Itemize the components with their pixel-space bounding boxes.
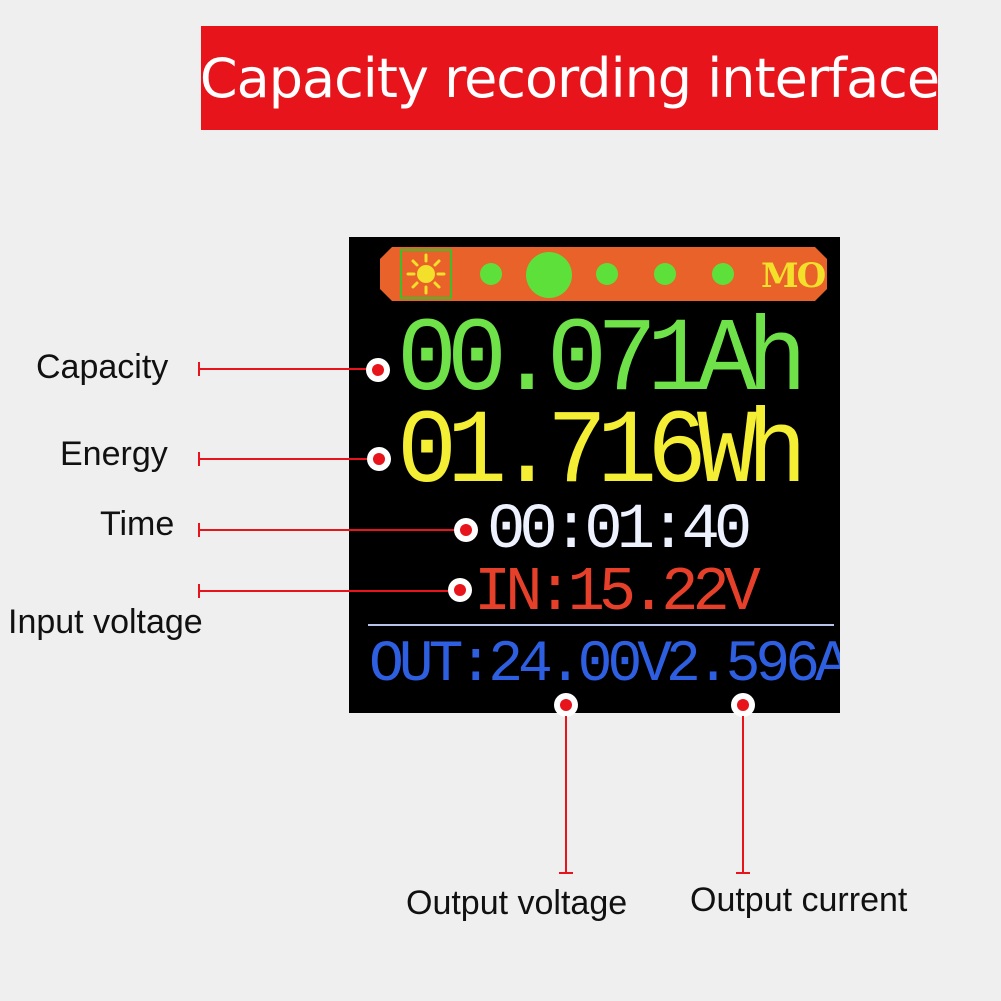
mode-indicator: MO bbox=[761, 256, 825, 296]
input-voltage-marker bbox=[448, 578, 472, 602]
output-voltage-marker bbox=[554, 693, 578, 717]
capacity-leader-line bbox=[200, 368, 376, 370]
output-voltage-leader-line bbox=[565, 716, 567, 873]
energy-marker bbox=[367, 447, 391, 471]
indicator-dot-active bbox=[526, 252, 572, 298]
output-current-label: Output current bbox=[690, 881, 908, 919]
output-current-leader-line bbox=[742, 716, 744, 873]
capacity-readout: 00.071Ah bbox=[397, 303, 807, 422]
indicator-dot-3 bbox=[596, 263, 618, 285]
output-current-leader-tick bbox=[736, 872, 750, 874]
output-current-readout: 2.596A bbox=[666, 633, 840, 698]
output-voltage-leader-tick bbox=[559, 872, 573, 874]
capacity-leader-tick bbox=[198, 362, 200, 376]
lcd-screen: MO 00.071Ah 01.716Wh 00:01:40 IN:15.22V … bbox=[349, 237, 840, 713]
energy-readout: 01.716Wh bbox=[397, 395, 807, 514]
time-leader-tick bbox=[198, 523, 200, 537]
sun-icon bbox=[402, 251, 450, 297]
capacity-marker bbox=[366, 358, 390, 382]
energy-leader-line bbox=[200, 458, 376, 460]
output-voltage-label: Output voltage bbox=[406, 884, 628, 922]
sun-icon-box bbox=[400, 249, 452, 299]
output-current-marker bbox=[731, 693, 755, 717]
input-voltage-label: Input voltage bbox=[8, 603, 203, 641]
indicator-dot-1 bbox=[480, 263, 502, 285]
energy-leader-tick bbox=[198, 452, 200, 466]
title-banner: Capacity recording interface bbox=[199, 26, 940, 130]
indicator-dot-5 bbox=[712, 263, 734, 285]
input-voltage-leader-tick bbox=[198, 584, 200, 598]
time-readout: 00:01:40 bbox=[487, 495, 752, 567]
indicator-dot-4 bbox=[654, 263, 676, 285]
time-leader-line bbox=[200, 529, 464, 531]
input-voltage-leader-line bbox=[200, 590, 456, 592]
output-voltage-readout: OUT:24.00V bbox=[369, 633, 672, 698]
screen-divider bbox=[368, 624, 834, 626]
status-bar: MO bbox=[380, 247, 827, 301]
input-voltage-readout: IN:15.22V bbox=[474, 557, 761, 628]
banner-title: Capacity recording interface bbox=[199, 46, 940, 110]
time-label: Time bbox=[100, 505, 175, 543]
energy-label: Energy bbox=[60, 435, 168, 473]
time-marker bbox=[454, 518, 478, 542]
capacity-label: Capacity bbox=[36, 348, 169, 386]
